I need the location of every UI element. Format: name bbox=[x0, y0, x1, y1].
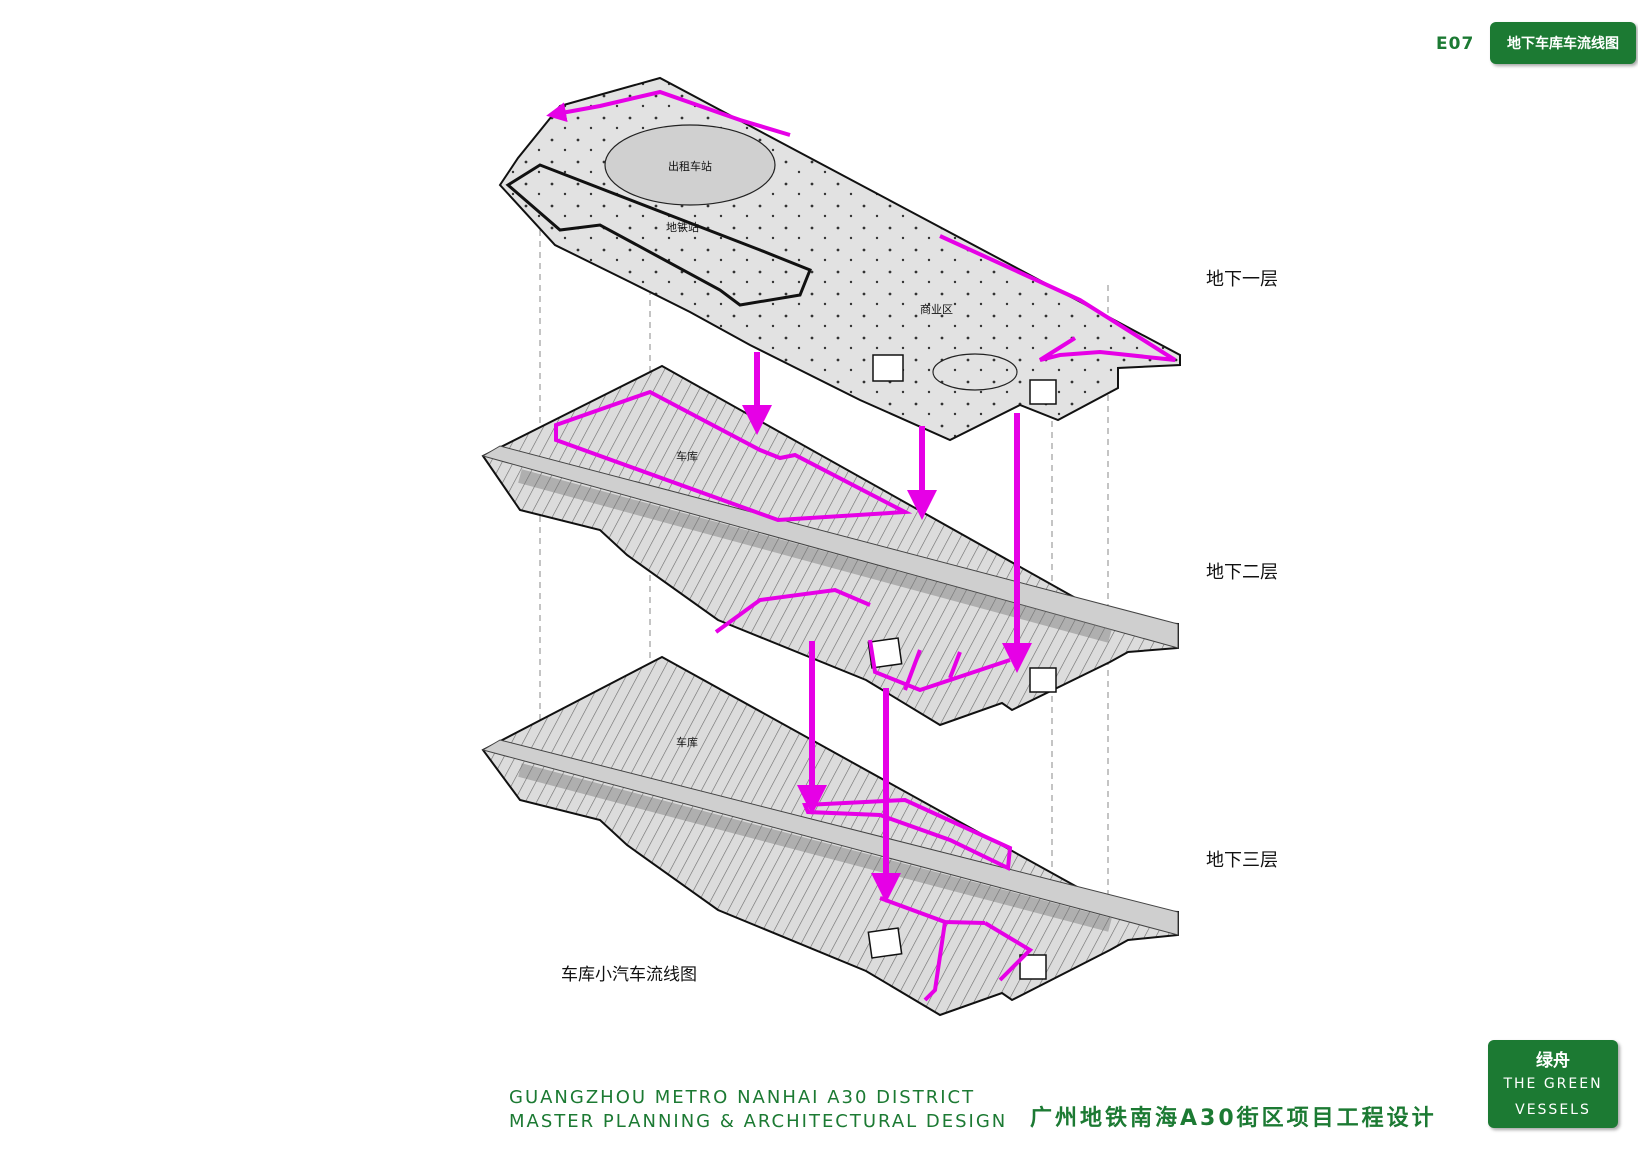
level-label-b1: 地下一层 bbox=[1206, 269, 1278, 290]
sheet-title-tag: 地下车库车流线图 bbox=[1490, 22, 1636, 64]
level-b2-core-2 bbox=[1029, 667, 1057, 693]
level-b3-flow-route-2 bbox=[879, 896, 1034, 1002]
footer-en-line-2: MASTER PLANNING & ARCHITECTURAL DESIGN bbox=[509, 1111, 1008, 1132]
level-label-b2: 地下二层 bbox=[1206, 562, 1278, 583]
brand-en-line-1: THE GREEN bbox=[1503, 1076, 1603, 1092]
level-label-b3: 地下三层 bbox=[1206, 850, 1278, 871]
level-b1-plan bbox=[498, 76, 1181, 442]
level-b2-flow-route-2 bbox=[714, 587, 1011, 693]
ramp-connections bbox=[742, 352, 1032, 903]
brand-en-line-2: VESSELS bbox=[1515, 1102, 1591, 1118]
footer-chinese-title: 广州地铁南海A30街区项目工程设计 bbox=[1030, 1106, 1437, 1131]
zone-label-metro: 地铁站 bbox=[666, 220, 699, 234]
level-b2-road bbox=[481, 445, 1179, 649]
zone-label-taxi: 出租车站 bbox=[668, 159, 712, 173]
level-b1-metro-station-outline bbox=[505, 163, 812, 307]
zone-label-b3-garage: 车库 bbox=[676, 735, 698, 749]
level-b3-core-2 bbox=[1019, 954, 1047, 980]
level-b2-plan bbox=[481, 364, 1179, 727]
footer-en-line-1: GUANGZHOU METRO NANHAI A30 DISTRICT bbox=[509, 1087, 976, 1108]
zone-label-b2-garage: 车库 bbox=[676, 449, 698, 463]
zone-label-commercial: 商业区 bbox=[920, 302, 953, 316]
level-b1-flow-route bbox=[546, 89, 791, 137]
level-b1-flow-route-2 bbox=[939, 234, 1177, 362]
page-code: E07 bbox=[1436, 34, 1475, 54]
level-b3-drive-aisle bbox=[518, 763, 1112, 932]
level-b2-flow-route bbox=[554, 389, 913, 523]
level-b3-road bbox=[481, 739, 1179, 936]
diagram-caption: 车库小汽车流线图 bbox=[561, 965, 697, 985]
brand-logo: 绿舟 THE GREEN VESSELS bbox=[1488, 1040, 1618, 1128]
level-b1-taxi-station bbox=[604, 124, 776, 206]
level-b2-drive-aisle bbox=[518, 469, 1112, 643]
level-b3-core-1 bbox=[867, 927, 903, 959]
level-b2-core-1 bbox=[867, 637, 903, 669]
level-b1-plaza bbox=[932, 353, 1018, 391]
brand-cn: 绿舟 bbox=[1536, 1051, 1570, 1071]
level-b3-plan bbox=[481, 655, 1179, 1017]
level-b1-core-2 bbox=[1029, 379, 1057, 405]
level-b1-core-1 bbox=[872, 354, 904, 382]
level-b1-slab bbox=[498, 76, 1181, 442]
sheet-title: 地下车库车流线图 bbox=[1507, 36, 1619, 52]
footer-english-title: GUANGZHOU METRO NANHAI A30 DISTRICT MAST… bbox=[509, 1086, 1007, 1134]
